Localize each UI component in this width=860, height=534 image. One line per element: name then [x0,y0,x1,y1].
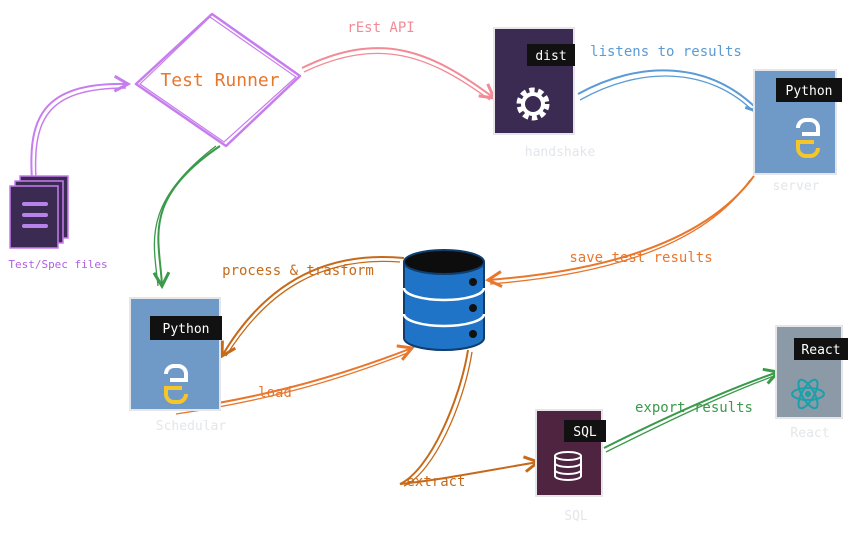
server-caption: server [773,179,820,194]
edge-runner-to-schedular [154,145,221,286]
edge-label-process: process & trasform [222,263,374,279]
document-stack-icon [9,175,69,249]
react-caption: React [790,426,829,441]
edge-label-export: export results [635,400,753,416]
react-atom-icon [791,378,825,410]
edge-label-extract: extract [406,474,465,490]
database-icon [554,451,582,481]
gear-icon [516,87,550,121]
edge-db-to-sql: extract [399,349,538,490]
database-icon [402,249,486,351]
spec-files-node: Test/Spec files [8,175,108,271]
edge-server-to-db: save test results [488,175,755,284]
schedular-node: Python Schedular [129,297,227,434]
handshake-node: dist handshake [493,27,596,160]
sql-badge: SQL [573,425,597,440]
database-node [402,249,486,351]
schedular-caption: Schedular [156,419,227,434]
sql-node: SQL SQL [535,409,606,524]
edge-label-rest-api: rEst API [347,20,414,36]
sql-caption: SQL [564,509,588,524]
test-runner-node: Test Runner [134,12,302,148]
python-icon [796,118,820,158]
spec-files-caption: Test/Spec files [8,258,107,271]
schedular-badge: Python [163,322,210,337]
edge-label-save-results: save test results [569,250,712,266]
react-badge: React [801,343,840,358]
python-icon [164,364,188,404]
test-runner-label: Test Runner [160,70,279,91]
handshake-badge: dist [535,49,566,64]
edge-runner-to-handshake: rEst API [301,20,494,101]
edge-sql-to-react: export results [603,372,778,453]
server-node: Python server [753,69,842,194]
handshake-caption: handshake [525,145,596,160]
edge-files-to-runner [30,84,128,181]
server-badge: Python [786,84,833,99]
edge-db-to-schedular: process & trasform [222,256,405,356]
react-node: React React [775,325,848,441]
edge-handshake-to-server: listens to results [577,44,760,115]
edge-label-listens: listens to results [590,44,742,60]
edge-label-load: load [258,385,292,401]
